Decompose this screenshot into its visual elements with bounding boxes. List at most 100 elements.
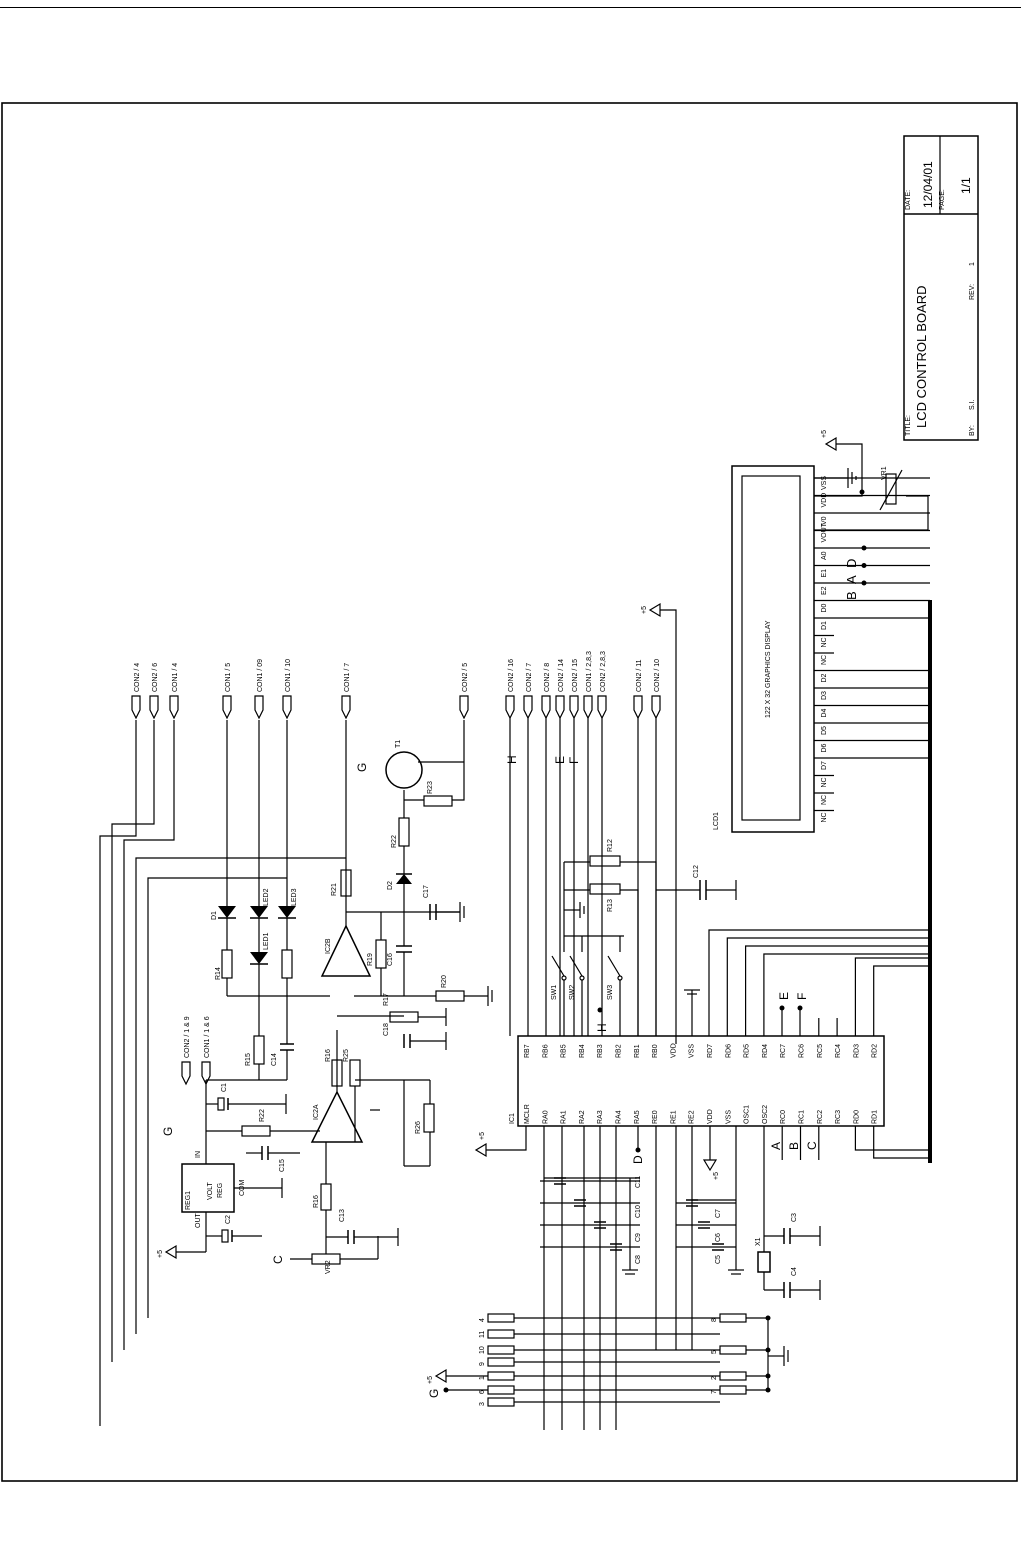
mcu-pin-label: RB2 — [616, 1044, 623, 1058]
lcd-pin-label: NC — [821, 795, 828, 805]
mcu-pin-label: RB3 — [597, 1044, 604, 1058]
connector-terminal — [597, 695, 607, 720]
mcu-pin-label: RC1 — [799, 1110, 806, 1124]
header-pin-number: 7 — [711, 1390, 718, 1394]
date-value: 12/04/01 — [921, 161, 935, 208]
c4-label: C4 — [791, 1267, 798, 1276]
lcd-pin-label: D3 — [821, 691, 828, 700]
connector-label: CON2 / 1 & 9 — [184, 1016, 191, 1058]
mcu-pin-label: RA5 — [634, 1110, 641, 1124]
r24-label: R23 — [427, 781, 434, 794]
mcu-pin-label: VDD — [670, 1043, 677, 1058]
page-value: 1/1 — [959, 177, 973, 194]
net-c-vr2: C — [271, 1255, 285, 1264]
cap-label: C8 — [635, 1255, 642, 1264]
mcu-pin-label: RC0 — [780, 1110, 787, 1124]
connector-label: CON2 / 11 — [636, 659, 643, 692]
cap-label: C6 — [715, 1233, 722, 1242]
lcd-pin-label: NC — [821, 655, 828, 665]
r13-label: R13 — [607, 899, 614, 912]
net-c-rc2: C — [805, 1141, 819, 1150]
mcu-pin-label: MCLR — [524, 1104, 531, 1124]
net-g-t1: G — [355, 763, 369, 772]
header-pin — [487, 1329, 515, 1339]
c18-label: C18 — [383, 1023, 390, 1036]
header-pin-number: 3 — [479, 1402, 486, 1406]
lcd-pin-list: VSSVDDV0VOUTA0E1E2D0D1NCNCD2D3D4D5D6D7NC… — [814, 476, 930, 823]
connector-label: CON1 / 09 — [257, 659, 264, 692]
mcu-pin-label: VDD — [707, 1109, 714, 1124]
lcd-marker-b: B — [844, 591, 859, 600]
net-f-mcu: F — [795, 993, 809, 1000]
mcu-pin-label: RD7 — [707, 1044, 714, 1058]
c2-label: C2 — [225, 1215, 232, 1224]
lcd-pin-label: NC — [821, 777, 828, 787]
connector-terminal — [169, 695, 179, 720]
connector-label: CON1 / 4 — [172, 663, 179, 692]
connector-terminal — [541, 695, 551, 720]
c17-label: C17 — [423, 885, 430, 898]
drawing-frame — [1, 102, 1018, 1482]
connector-terminal — [633, 695, 643, 720]
c3-label: C3 — [791, 1213, 798, 1222]
connector-terminal — [131, 695, 141, 720]
mcu-pin-label: RC2 — [817, 1110, 824, 1124]
mcu-pin-label: RE1 — [670, 1110, 677, 1124]
header-pin-number: 10 — [479, 1346, 486, 1354]
vr2-label: VR2 — [325, 1260, 332, 1274]
lcd-module: VSSVDDV0VOUTA0E1E2D0D1NCNCD2D3D4D5D6D7NC… — [641, 430, 932, 1163]
connector-label: CON2 / 15 — [572, 659, 579, 692]
mcu-pin-label: RE0 — [652, 1110, 659, 1124]
cap-label: C9 — [635, 1233, 642, 1242]
net-e-mcu: E — [777, 992, 791, 1000]
header-resistor — [719, 1371, 747, 1381]
ic2a-label: IC2A — [313, 1104, 320, 1120]
c16-label: C16 — [387, 953, 394, 966]
mcu-pin-label: RC3 — [835, 1110, 842, 1124]
lcd-pin-label: D4 — [821, 708, 828, 717]
rev-label: REV: — [969, 284, 976, 300]
lcd-pin-label: NC — [821, 812, 828, 822]
mcu-pin-label: RC4 — [835, 1044, 842, 1058]
connector-terminal — [181, 1061, 191, 1086]
mcu-pin-label: RD6 — [725, 1044, 732, 1058]
lcd-pin-label: VOUT — [821, 522, 828, 542]
vr1-label: VR1 — [881, 466, 888, 480]
lcd-marker-d: D — [844, 559, 859, 568]
led3-label: LED3 — [291, 888, 298, 906]
mcu-pin-label: RA2 — [579, 1110, 586, 1124]
connector-terminal — [149, 695, 159, 720]
mcu-pin-label: RD1 — [872, 1110, 879, 1124]
lcd-pin-label: VDD — [821, 493, 828, 508]
reg-out: OUT — [195, 1213, 202, 1229]
mcu-pin-label: RE2 — [689, 1110, 696, 1124]
header-pin — [487, 1371, 515, 1381]
lcd-pin-label: V0 — [821, 516, 828, 525]
lcd-pin-label: D7 — [821, 761, 828, 770]
rev-value: 1 — [969, 262, 976, 266]
lcd-pin-label: NC — [821, 637, 828, 647]
cap-label: C11 — [635, 1176, 642, 1188]
c15-label: C15 — [279, 1159, 286, 1172]
connector-terminal — [341, 695, 351, 720]
reg-in: IN — [195, 1151, 202, 1158]
switch-label: SW3 — [607, 985, 614, 1000]
r22-label: R22 — [259, 1109, 266, 1122]
net-f-top: F — [567, 757, 581, 764]
switch-label: SW1 — [551, 985, 558, 1000]
title-block: TITLE: LCD CONTROL BOARD BY: S.I. REV: 1… — [903, 135, 979, 441]
r17-label: R16 — [325, 1049, 332, 1062]
lcd-pin-label: D2 — [821, 673, 828, 682]
connector-terminal — [569, 695, 579, 720]
connector-label: CON2 / 14 — [558, 659, 565, 692]
connector-terminal — [651, 695, 661, 720]
connector-label: CON2 / 16 — [508, 659, 515, 692]
mcu-pin-label: RB0 — [652, 1044, 659, 1058]
x1-label: X1 — [755, 1237, 762, 1246]
net-b-rc1: B — [787, 1142, 801, 1150]
lcd-pin-label: VSS — [821, 476, 828, 490]
